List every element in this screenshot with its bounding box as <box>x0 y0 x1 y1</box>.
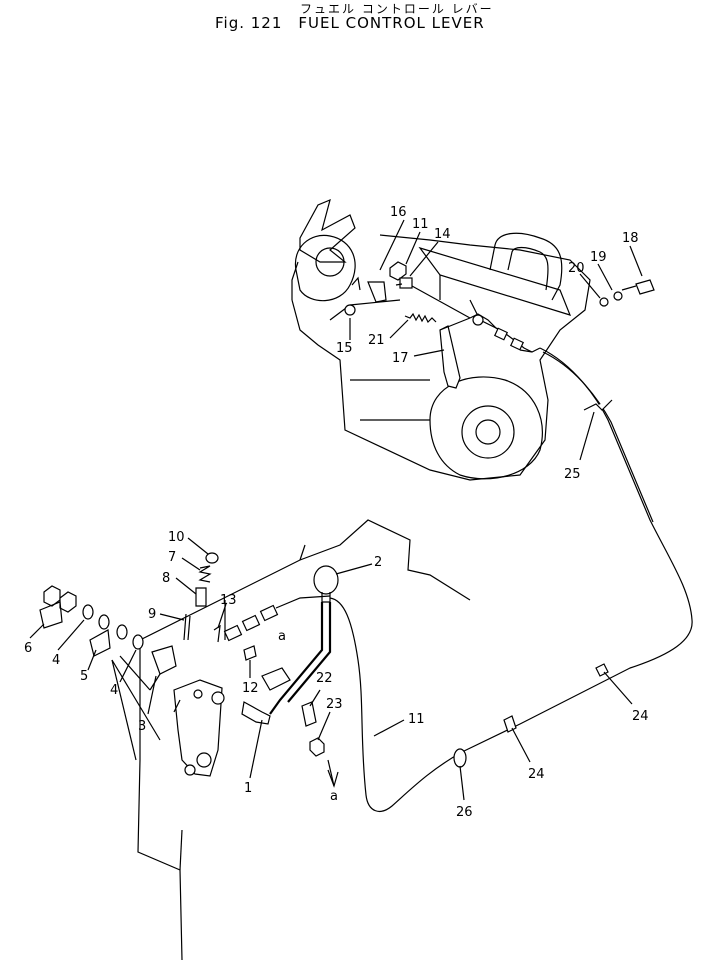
callout-15: 15 <box>336 341 353 356</box>
callout-26: 26 <box>456 805 473 820</box>
callout-25: 25 <box>564 467 581 482</box>
callout-5: 5 <box>80 669 88 684</box>
callout-19: 19 <box>590 250 607 265</box>
engine-linkage-parts <box>344 261 655 389</box>
control-cable <box>329 347 693 812</box>
callout-24-upper: 24 <box>632 709 649 724</box>
floor-structure <box>137 519 471 961</box>
callout-23: 23 <box>326 697 343 712</box>
callout-8: 8 <box>162 571 170 586</box>
callout-13: 13 <box>220 593 237 608</box>
callout-24-lower: 24 <box>528 767 545 782</box>
callout-11-lever: 11 <box>408 712 425 727</box>
callout-14: 14 <box>434 227 451 242</box>
callout-labels: 16 11 14 18 19 20 15 21 17 25 10 2 7 8 1… <box>24 205 649 820</box>
callout-21: 21 <box>368 333 385 348</box>
leader-lines <box>29 219 643 801</box>
callout-2: 2 <box>374 555 382 570</box>
callout-1: 1 <box>244 781 252 796</box>
callout-4-right: 4 <box>110 683 118 698</box>
callout-10: 10 <box>168 530 185 545</box>
fuel-lever-mechanism <box>39 552 339 788</box>
callout-16: 16 <box>390 205 407 220</box>
figure-number: Fig. 121 <box>215 14 283 32</box>
figure-title: Fig. 121 FUEL CONTROL LEVER <box>215 14 485 32</box>
callout-12: 12 <box>242 681 259 696</box>
callout-a-upper: a <box>278 629 286 644</box>
callout-22: 22 <box>316 671 333 686</box>
callout-7: 7 <box>168 550 176 565</box>
callout-11-engine: 11 <box>412 217 429 232</box>
engine-assembly <box>291 198 591 481</box>
callout-a-lower: a <box>330 789 338 804</box>
title-japanese: フュエル コントロール レバー <box>300 2 494 16</box>
callout-9: 9 <box>148 607 156 622</box>
callout-4-left: 4 <box>52 653 60 668</box>
callout-17: 17 <box>392 351 409 366</box>
figure-name: FUEL CONTROL LEVER <box>298 14 485 32</box>
callout-18: 18 <box>622 231 639 246</box>
callout-6: 6 <box>24 641 32 656</box>
callout-3: 3 <box>138 719 146 734</box>
callout-20: 20 <box>568 261 585 276</box>
